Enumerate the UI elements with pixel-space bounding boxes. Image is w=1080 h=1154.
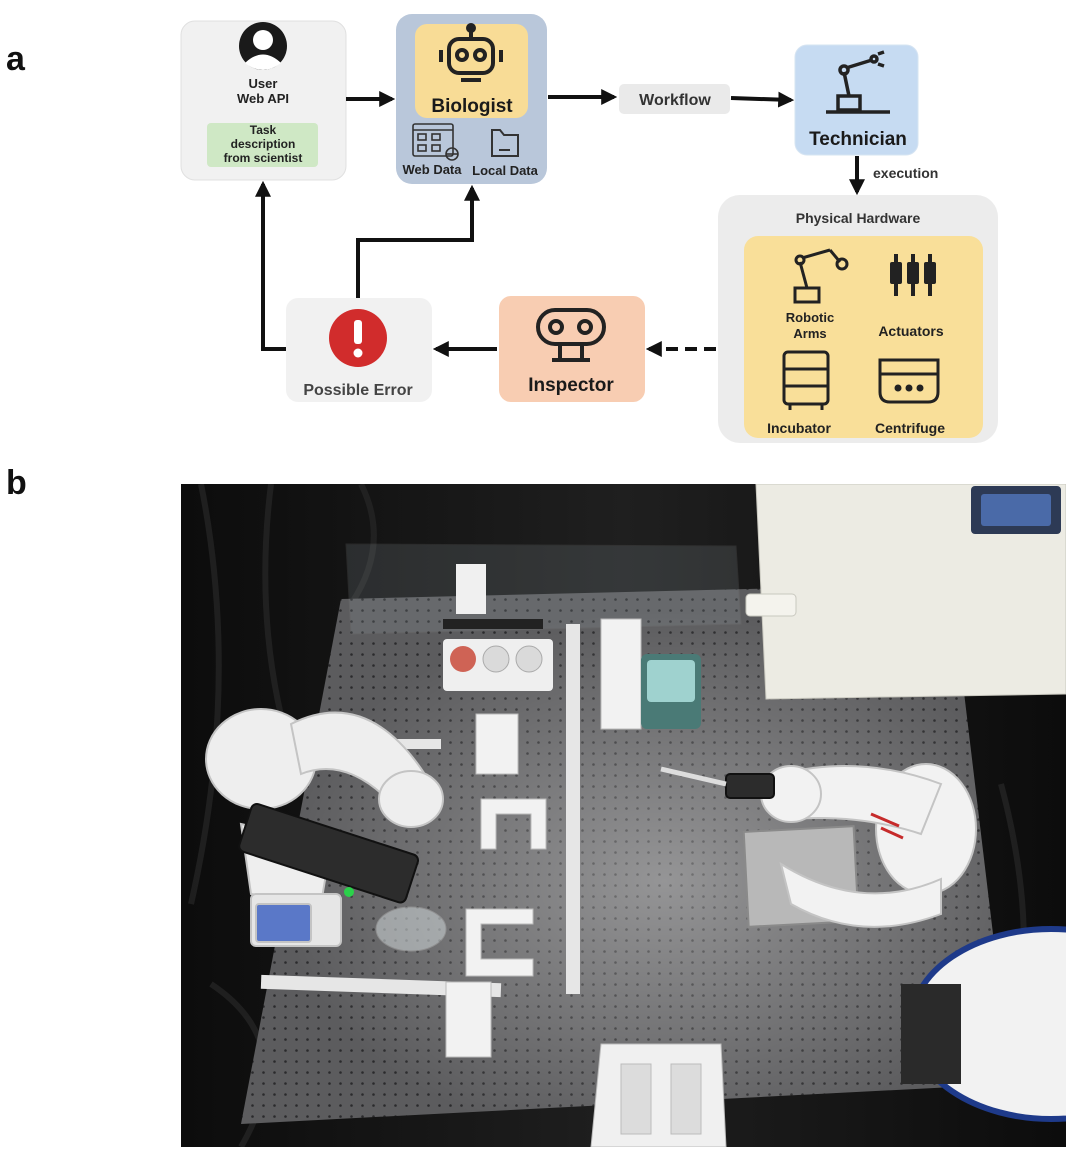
possible-error-box: Possible Error <box>286 298 432 402</box>
execution-label: execution <box>873 165 938 181</box>
user-avatar-icon <box>239 22 287 70</box>
task-line-3: from scientist <box>224 151 303 165</box>
robot-icon <box>439 23 503 82</box>
incubator-unit <box>745 484 1066 700</box>
glass-beaker <box>375 906 447 952</box>
web-api-label: Web API <box>237 91 289 106</box>
lower-rail <box>260 974 502 998</box>
local-data-label: Local Data <box>472 163 539 178</box>
upper-rail <box>381 739 441 749</box>
possible-error-label: Possible Error <box>303 382 412 399</box>
workflow-label: Workflow <box>639 92 711 109</box>
actuators-icon <box>890 254 936 296</box>
left-robot-arm <box>205 708 444 947</box>
incubator-label: Incubator <box>767 420 831 436</box>
water-container <box>641 654 701 729</box>
robotic-arms-icon <box>793 248 849 304</box>
workflow-box: Workflow <box>619 84 730 114</box>
reagent-holders <box>443 564 553 691</box>
arrows <box>255 89 865 357</box>
cylindrical-device <box>901 926 1066 1122</box>
web-data-label: Web Data <box>403 162 463 177</box>
inspector-robot-icon <box>536 308 606 362</box>
robotic-arm-icon <box>826 50 890 114</box>
workflow-diagram: User Web API Task description from scien… <box>180 14 998 443</box>
biologist-label: Biologist <box>431 96 513 117</box>
user-label: User <box>249 76 278 91</box>
task-line-1: Task <box>250 123 277 137</box>
inspector-box: Inspector <box>499 296 645 402</box>
physical-hardware-box: Physical Hardware Robotic Arms Actuators <box>718 195 998 443</box>
folder-icon <box>491 129 519 157</box>
robotic-label: Robotic <box>786 310 834 325</box>
task-line-2: description <box>231 137 296 151</box>
technician-label: Technician <box>809 129 907 150</box>
panel-label-a: a <box>6 40 25 78</box>
task-description-box: Task description from scientist <box>207 123 318 167</box>
web-data-icon <box>412 123 459 161</box>
glass-panel <box>345 543 742 635</box>
arrow-error-to-user <box>255 180 286 351</box>
user-box: User Web API Task description from scien… <box>180 20 347 181</box>
right-robot-arm <box>660 763 977 928</box>
centrifuge-label: Centrifuge <box>875 420 945 436</box>
panel-label-b: b <box>6 464 27 502</box>
exclamation-icon <box>329 309 387 367</box>
arrow-workflow-to-technician <box>730 91 795 108</box>
technician-box: Technician <box>794 44 919 156</box>
gripper-fixtures <box>445 618 642 1058</box>
incubator-icon <box>782 350 830 410</box>
center-rail <box>566 624 580 994</box>
actuators-label: Actuators <box>878 323 944 339</box>
lab-photo <box>181 484 1066 1147</box>
lab-bench-illustration <box>181 484 1066 1147</box>
centrifuge-icon <box>878 358 940 404</box>
arrow-error-to-biologist <box>356 184 480 298</box>
bottom-rack <box>590 1043 727 1147</box>
physical-hardware-title: Physical Hardware <box>796 210 921 226</box>
arms-label: Arms <box>793 326 826 341</box>
inspector-label: Inspector <box>528 375 614 396</box>
biologist-box: Biologist Web Data Local Data <box>396 14 547 184</box>
